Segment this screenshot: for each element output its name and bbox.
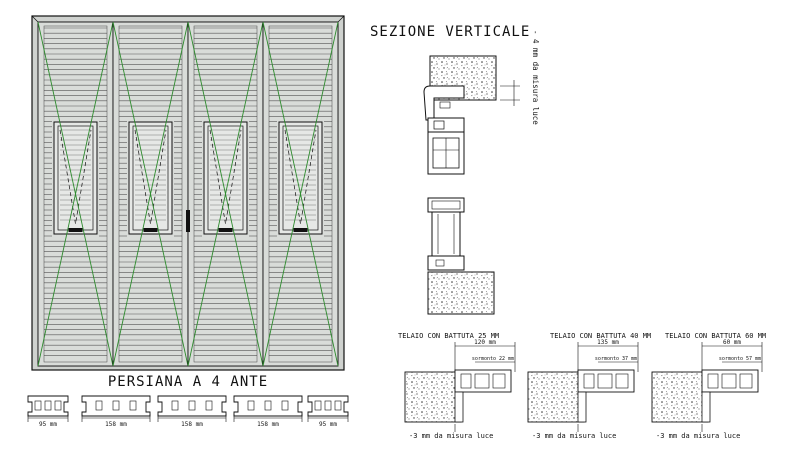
- frame-overlap-label: sormonto 57 mm: [719, 356, 761, 362]
- profile-section: 158 mm: [233, 395, 303, 428]
- profile-section: 158 mm: [157, 395, 227, 428]
- frame-overlap-label: sormonto 22 mm: [472, 356, 514, 362]
- frame-width-label: 120 mm: [474, 339, 496, 346]
- frame-width-label: 135 mm: [597, 339, 619, 346]
- wall-block: [651, 371, 709, 423]
- profile-section: 95 mm: [307, 395, 349, 428]
- frame-note: -3 mm da misura luce: [532, 432, 616, 440]
- profile-dim-label: 158 mm: [105, 421, 127, 428]
- profile-dim-label: 158 mm: [257, 421, 279, 428]
- hinge-icon: [218, 228, 233, 232]
- frame-detail-title: TELAIO CON BATTUTA 25 MM: [398, 332, 499, 340]
- shutter-elevation: [31, 15, 345, 371]
- hinge-icon: [143, 228, 158, 232]
- profile-section: 158 mm: [81, 395, 151, 428]
- shutter-leaf: [262, 21, 339, 367]
- wall-block: [527, 371, 585, 423]
- bottom-wall: [427, 271, 495, 315]
- hinge-icon: [68, 228, 83, 232]
- profile-dim-label: 95 mm: [319, 421, 337, 428]
- profile-strip: 95 mm 158 mm 158 mm 158 mm 95 mm: [27, 395, 349, 428]
- frame-note: -3 mm da misura luce: [409, 432, 493, 440]
- frame-overlap-label: sormonto 37 mm: [595, 356, 637, 362]
- profile-dim-label: 95 mm: [39, 421, 57, 428]
- profile-section: 95 mm: [27, 395, 69, 428]
- wall-block: [404, 371, 462, 423]
- frame-width-label: 60 mm: [723, 339, 741, 346]
- hinge-icon: [293, 228, 308, 232]
- profile-dim-label: 158 mm: [181, 421, 203, 428]
- section-side-note: - 4 mm da misura luce: [531, 30, 540, 125]
- elevation-title: PERSIANA A 4 ANTE: [108, 374, 268, 390]
- section-title: SEZIONE VERTICALE: [370, 24, 530, 40]
- vertical-section-drawing: - 4 mm da misura luce: [423, 30, 540, 315]
- handle-icon: [186, 210, 190, 232]
- shutter-leaf: [187, 21, 264, 367]
- frame-detail-title: TELAIO CON BATTUTA 40 MM: [550, 332, 651, 340]
- shutter-leaf: [112, 21, 189, 367]
- frame-note: -3 mm da misura luce: [656, 432, 740, 440]
- frame-detail-title: TELAIO CON BATTUTA 60 MM: [665, 332, 766, 340]
- shutter-leaf: [37, 21, 114, 367]
